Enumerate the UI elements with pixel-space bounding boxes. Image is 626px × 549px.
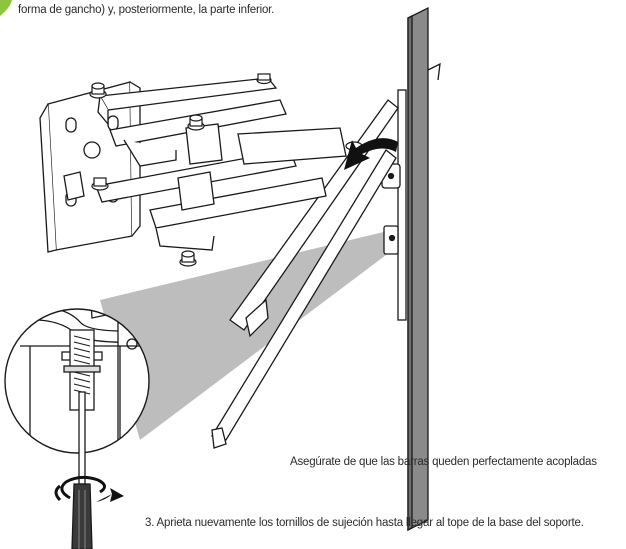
tv-panel: [381, 6, 441, 532]
step-3-text: 3. Aprieta nuevamente los tornillos de s…: [145, 517, 584, 529]
curved-arrow-icon: [344, 138, 398, 170]
articulated-arms: [63, 77, 347, 251]
intro-text: forma de gancho) y, posteriormente, la p…: [18, 4, 275, 16]
bolts: [89, 73, 363, 267]
accent-corner: [0, 0, 12, 16]
zoom-beam: [100, 230, 398, 440]
screwdriver: [71, 391, 93, 549]
wall-plate: [39, 81, 141, 253]
rotation-arrow-icon: [54, 475, 124, 502]
bars-note-text: Asegúrate de que las barras queden perfe…: [290, 456, 597, 468]
